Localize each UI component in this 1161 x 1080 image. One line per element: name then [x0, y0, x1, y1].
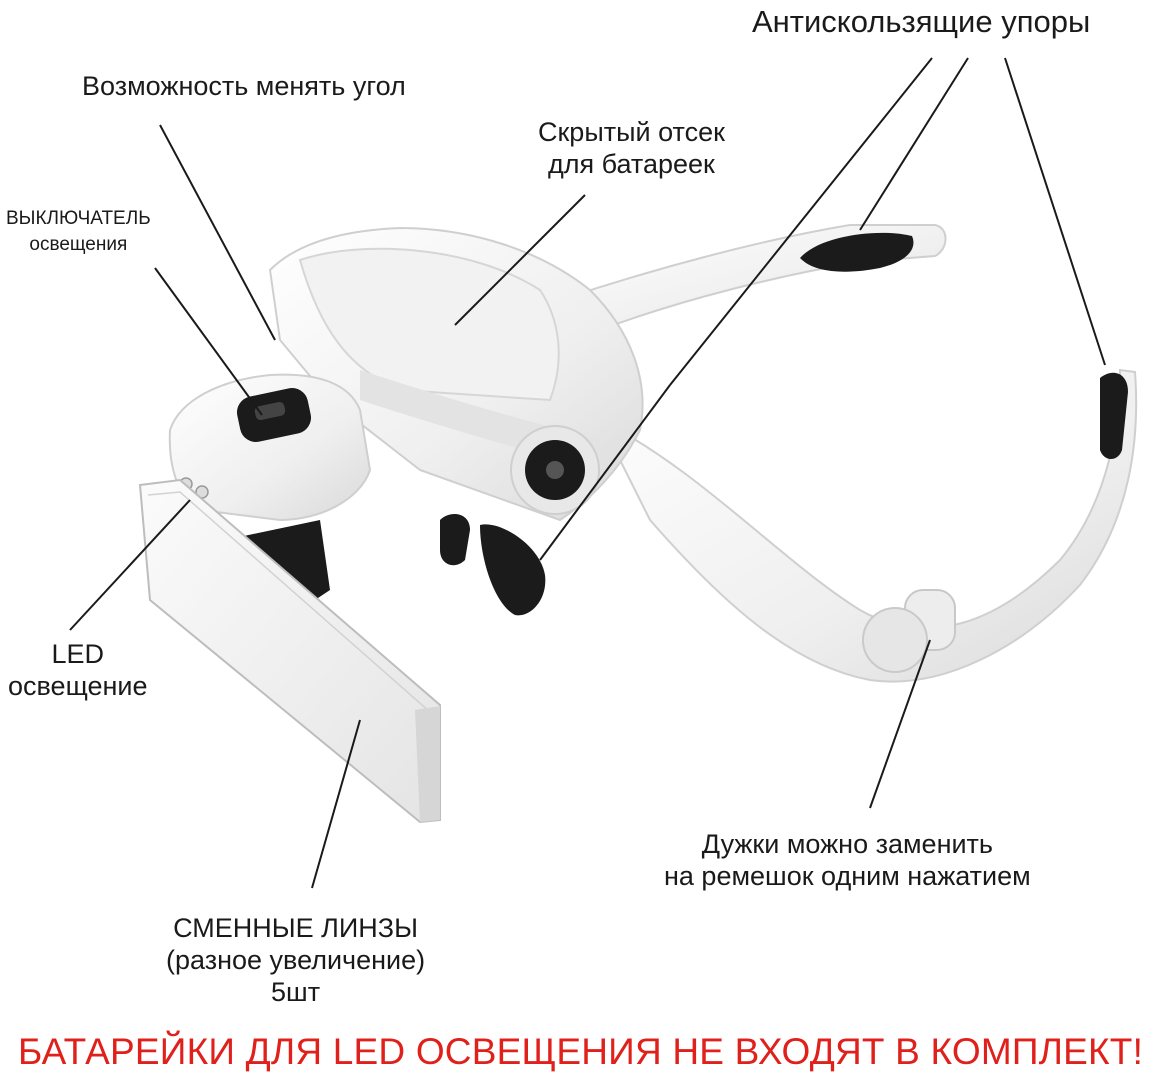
label-led: LED освещение — [8, 638, 148, 702]
label-battery-line1: Скрытый отсек — [538, 117, 725, 147]
label-led-line2: освещение — [8, 671, 148, 701]
label-lenses: СМЕННЫЕ ЛИНЗЫ (разное увеличение) 5шт — [166, 912, 425, 1008]
label-switch-line1: ВЫКЛЮЧАТЕЛЬ — [6, 208, 151, 229]
anti-slip-pad-rear — [1100, 372, 1128, 459]
label-anti-slip: Антискользящие упоры — [752, 4, 1090, 40]
label-led-line1: LED — [51, 639, 105, 669]
nose-pad-right — [480, 524, 546, 616]
leader-temples — [869, 639, 931, 809]
anti-slip-pad-upper — [800, 232, 914, 272]
leader-lines — [69, 57, 1106, 889]
angle-knob — [510, 425, 600, 515]
leader-switch — [154, 267, 263, 416]
light-housing — [168, 373, 372, 522]
label-temples-line2: на ремешок одним нажатием — [664, 861, 1031, 891]
label-anti-slip-text: Антискользящие упоры — [752, 4, 1091, 39]
label-battery-line2: для батареек — [548, 149, 715, 179]
label-angle-text: Возможность менять угол — [82, 71, 406, 101]
leader-antislip-1 — [669, 57, 933, 386]
right-temple-arm — [597, 368, 1138, 683]
nose-pad-left — [440, 514, 470, 566]
upper-temple-arm — [557, 224, 947, 332]
label-switch: ВЫКЛЮЧАТЕЛЬ освещения — [6, 206, 151, 258]
label-battery: Скрытый отсек для батареек — [538, 116, 725, 180]
lens-plate — [138, 478, 441, 824]
label-lenses-line2: (разное увеличение) — [166, 945, 426, 975]
leader-lenses — [311, 719, 361, 889]
leader-angle — [159, 124, 276, 341]
leader-led — [69, 499, 191, 631]
leader-antislip-3 — [1004, 57, 1106, 366]
head-magnifier-illustration — [69, 57, 1138, 889]
leader-nose — [539, 384, 671, 561]
battery-warning: БАТАРЕЙКИ ДЛЯ LED ОСВЕЩЕНИЯ НЕ ВХОДЯТ В … — [17, 1031, 1144, 1072]
label-lenses-line3: 5шт — [271, 977, 321, 1007]
leader-battery — [454, 194, 586, 326]
label-temples-line1: Дужки можно заменить — [701, 829, 993, 859]
label-temples: Дужки можно заменить на ремешок одним на… — [664, 828, 1031, 892]
label-angle: Возможность менять угол — [82, 70, 406, 102]
label-switch-line2: освещения — [29, 234, 128, 255]
leader-antislip-2 — [859, 57, 969, 231]
temple-joint-knob — [862, 607, 928, 673]
label-lenses-line1: СМЕННЫЕ ЛИНЗЫ — [173, 913, 419, 943]
